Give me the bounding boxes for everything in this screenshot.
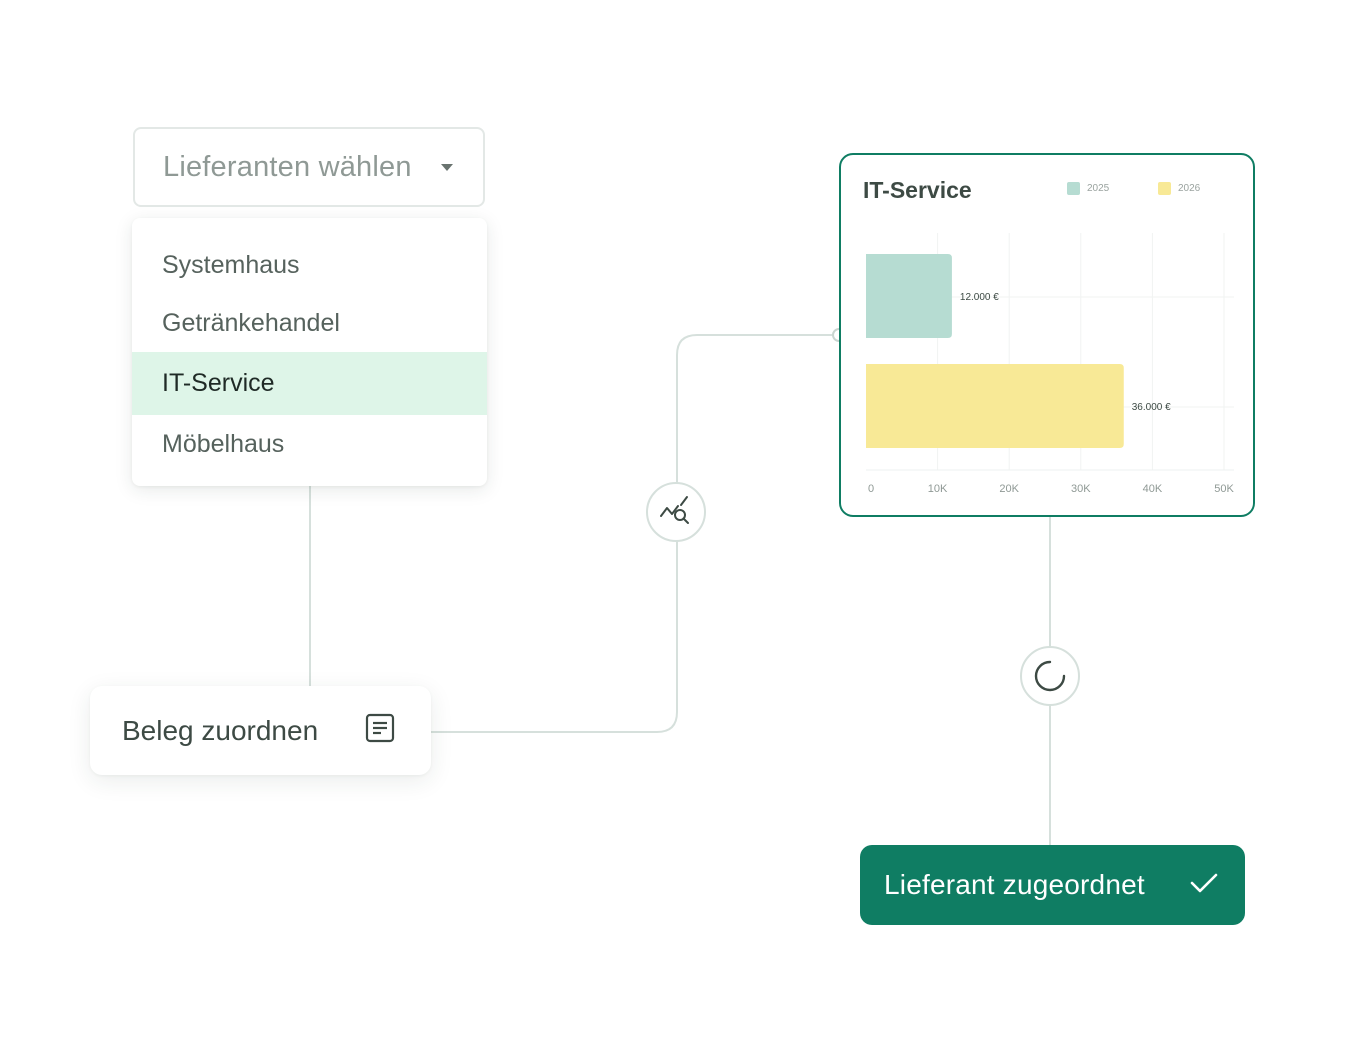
x-tick-label: 10K [928,483,948,495]
legend-label-2025: 2025 [1087,183,1110,194]
assign-document-label: Beleg zuordnen [122,714,319,746]
legend-label-2026: 2026 [1178,183,1201,194]
x-tick-label: 50K [1214,483,1234,495]
x-tick-label: 30K [1071,483,1091,495]
menu-item-systemhaus[interactable]: Systemhaus [162,250,300,279]
x-tick-label: 0 [868,483,874,495]
supplier-select[interactable]: Lieferanten wählen [133,127,485,207]
document-icon [365,713,395,748]
supplier-dropdown-menu: Systemhaus Getränkehandel IT-Service Möb… [132,218,487,486]
x-tick-label: 20K [999,483,1019,495]
analysis-node [646,482,706,542]
legend-swatch-2025 [1067,182,1080,195]
check-icon [1189,868,1219,903]
x-tick-label: 40K [1143,483,1163,495]
supplier-chart-card: IT-Service 2025 2026 0 10K 20K 30K 40K 50K 12.… [839,153,1255,517]
chevron-down-icon[interactable] [441,163,453,171]
supplier-assigned-badge: Lieferant zugeordnet [860,845,1245,925]
assign-document-card[interactable]: Beleg zuordnen [90,686,431,775]
loading-node [1020,646,1080,706]
chart-title: IT-Service [863,177,972,203]
legend-2025: 2025 [1067,182,1109,195]
menu-item-moebelhaus[interactable]: Möbelhaus [162,429,285,458]
legend-2026: 2026 [1158,182,1200,195]
bar-value-label: 36.000 € [1132,402,1171,413]
supplier-assigned-label: Lieferant zugeordnet [884,869,1145,900]
spinner-icon [1034,660,1066,692]
menu-item-it-service[interactable]: IT-Service [132,352,487,415]
bar-value-label: 12.000 € [960,292,999,303]
chart-search-icon [660,496,689,524]
menu-item-getraenkehandel[interactable]: Getränkehandel [162,308,340,337]
supplier-select-placeholder: Lieferanten wählen [163,150,412,183]
legend-swatch-2026 [1158,182,1171,195]
bar-chart: 0 10K 20K 30K 40K 50K 12.000 € 36.000 € [866,233,1234,495]
bar-2026 [866,364,1124,448]
bar-2025 [866,254,952,338]
